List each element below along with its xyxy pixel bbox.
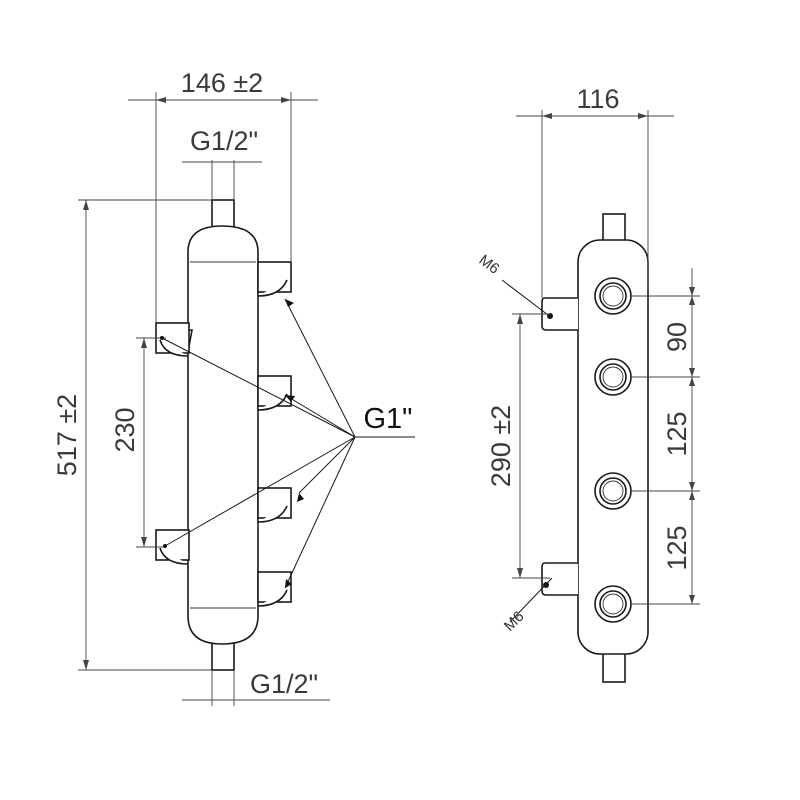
g1-leaders: [160, 298, 415, 589]
front-port-3: [594, 472, 632, 510]
mount-dimension: [512, 313, 550, 579]
port-spacing-dimension: [136, 337, 166, 548]
mount-dim-label: 290 ±2: [486, 405, 516, 487]
height-dimension: [78, 199, 212, 671]
front-bottom-nipple: [602, 651, 626, 683]
right-port-2: [257, 375, 292, 411]
right-port-4: [257, 571, 292, 607]
front-view: 116 M6 M6 290 ±2 90 125 125: [476, 84, 700, 683]
front-port-1: [594, 277, 632, 315]
side-view: 146 ±2 G1/2" 517 ±2 230: [52, 68, 415, 706]
bolt-bottom-leader: [509, 577, 553, 623]
spacing-1-label: 90: [662, 322, 692, 352]
right-port-1: [257, 261, 292, 297]
side-port-label: G1": [364, 403, 413, 435]
top-port-label: G1/2": [190, 126, 258, 156]
collector-body: [187, 225, 259, 645]
bolt-top-leader: [501, 279, 553, 319]
bottom-port-dimension: [182, 670, 330, 706]
bottom-port-label: G1/2": [250, 669, 318, 699]
bottom-nipple: [211, 641, 235, 671]
width-dimension: [128, 92, 318, 322]
front-port-4: [594, 585, 632, 623]
width-dim-label: 146 ±2: [181, 68, 263, 98]
height-dim-label: 517 ±2: [52, 394, 82, 476]
front-width-label: 116: [576, 84, 619, 114]
top-port-dimension: [182, 160, 262, 200]
mount-bracket-bottom: [541, 562, 578, 596]
bolt-top-label: M6: [476, 252, 503, 278]
port-spacing-label: 230: [110, 407, 140, 452]
left-port-upper: [155, 322, 193, 357]
bolt-bottom-label: M6: [501, 608, 528, 635]
spacing-2-label: 125: [662, 411, 692, 456]
port-spacing-dimensions: [631, 268, 700, 605]
right-port-3: [257, 487, 292, 523]
front-body: [577, 239, 649, 655]
spacing-3-label: 125: [662, 525, 692, 570]
top-nipple: [211, 199, 235, 229]
front-port-2: [594, 358, 632, 396]
front-width-dimension: [516, 110, 674, 298]
